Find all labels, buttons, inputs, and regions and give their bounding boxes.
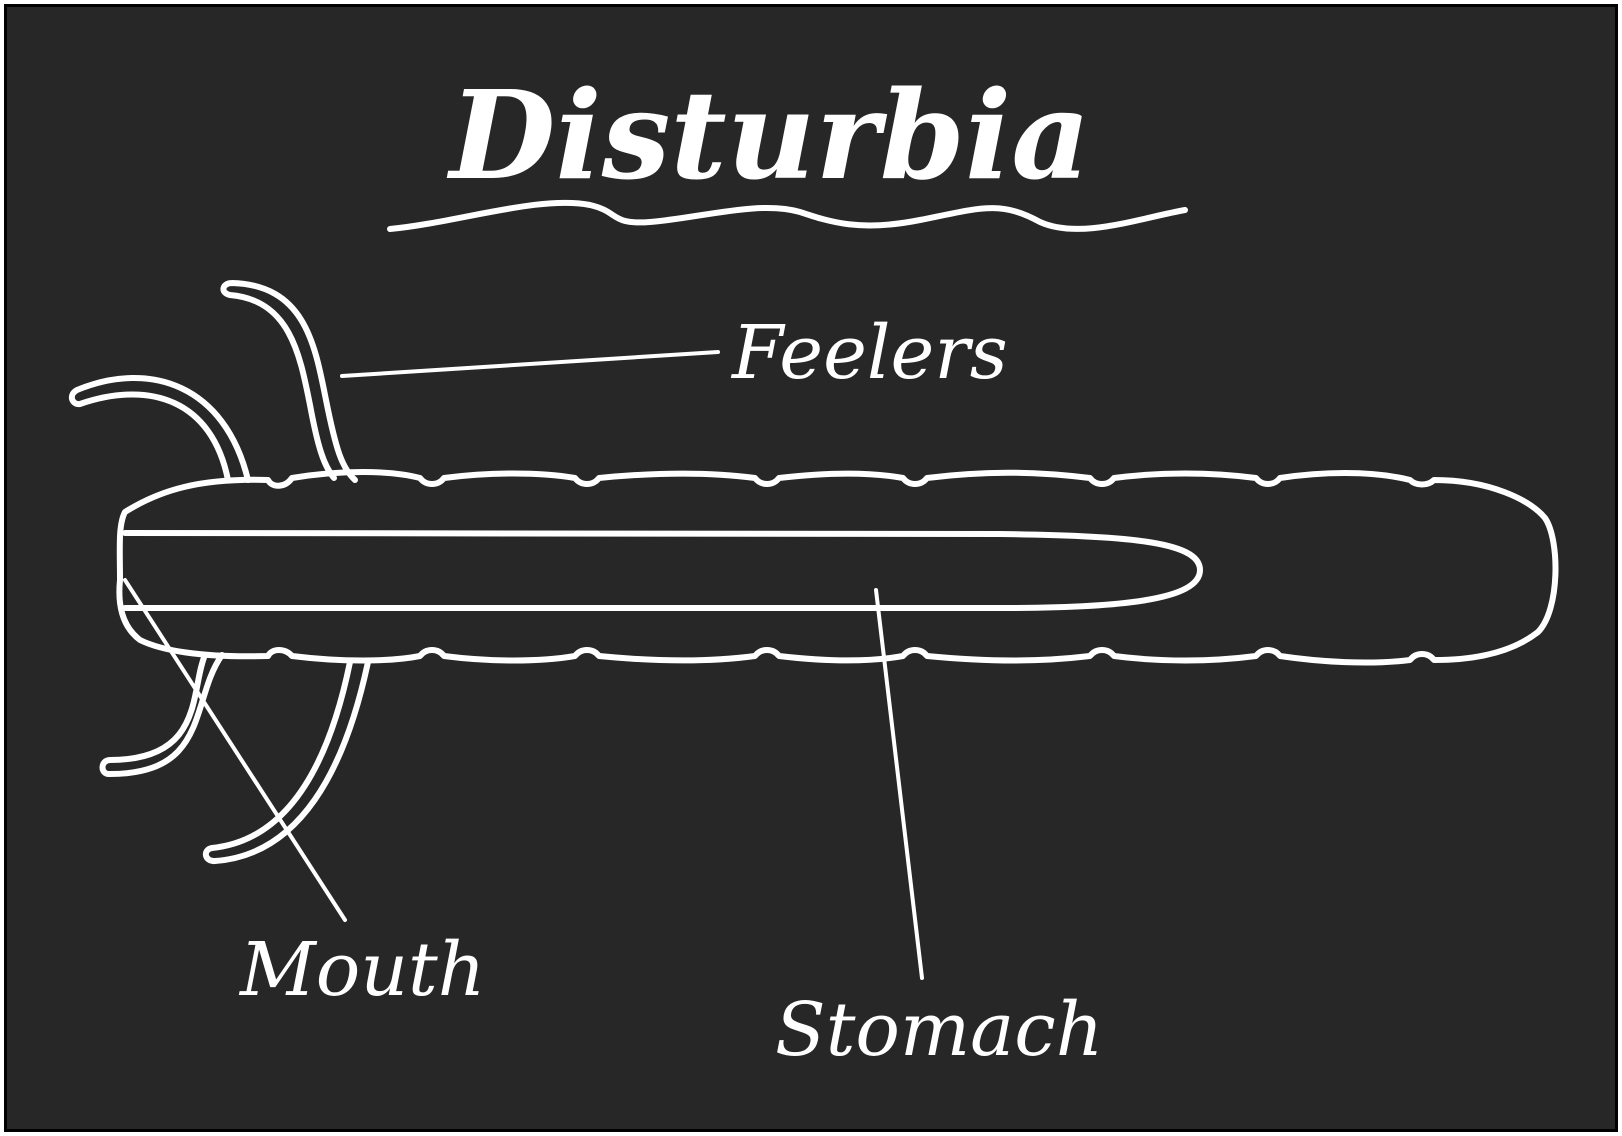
- mouth-leader-line: [123, 578, 347, 922]
- feelers-label: Feelers: [730, 310, 1008, 396]
- diagram-title: Disturbia: [447, 63, 1091, 207]
- lower-feeler-1: [99, 652, 225, 777]
- mouth-label: Mouth: [238, 927, 485, 1013]
- upper-feeler-2: [68, 375, 251, 483]
- lower-feeler-2: [202, 659, 371, 864]
- upper-feeler-1: [220, 280, 358, 483]
- chalkboard-panel: [4, 4, 1618, 1132]
- worm-body: [116, 469, 1559, 666]
- title-underline: [387, 199, 1188, 232]
- stomach-tube: [122, 530, 1203, 611]
- stomach-leader-line: [874, 588, 924, 980]
- feelers-leader-line: [340, 350, 720, 378]
- stomach-label: Stomach: [775, 987, 1103, 1073]
